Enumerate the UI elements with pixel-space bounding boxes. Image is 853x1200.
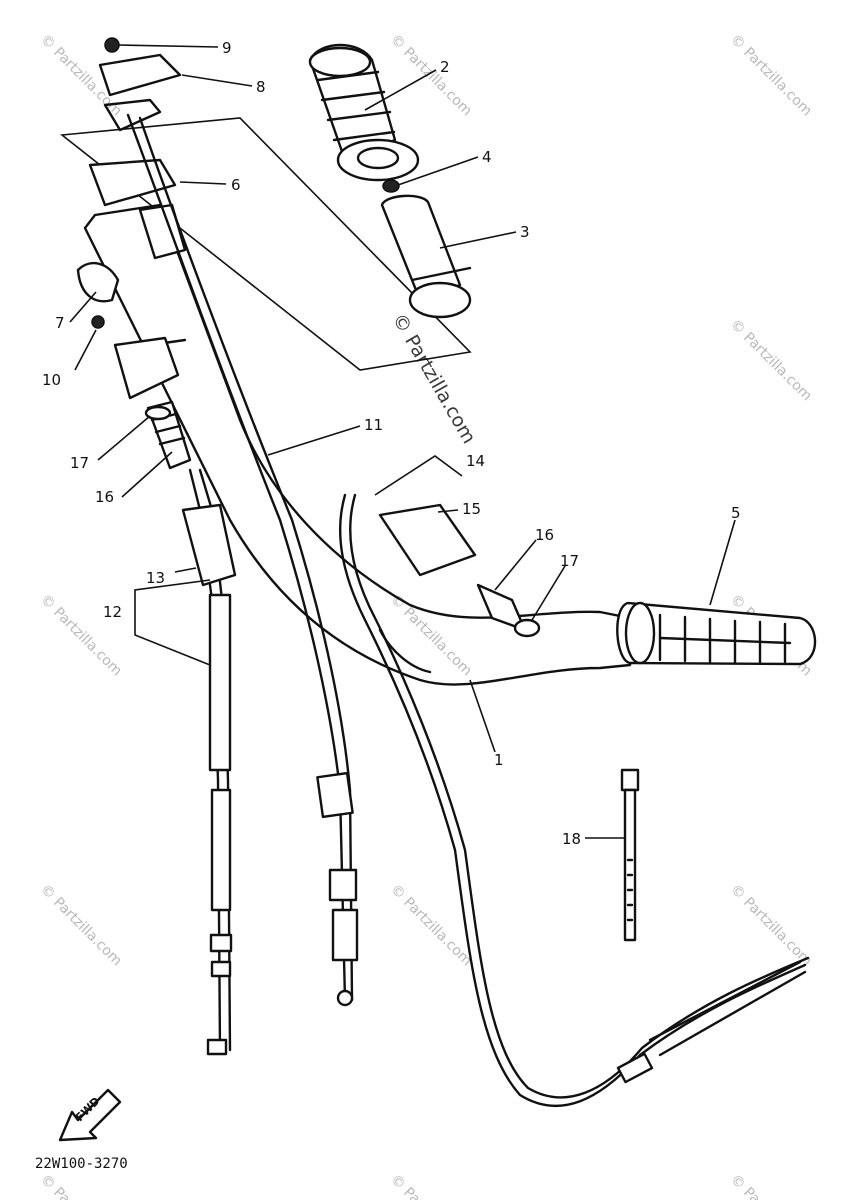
callout-15: 15: [462, 500, 481, 518]
watermark: © Partzilla.com: [37, 882, 125, 970]
switch-assembly: [76, 261, 180, 400]
watermark: © Partzilla.com: [727, 32, 815, 120]
throttle-tube: [380, 194, 472, 319]
leader-lines: [69, 44, 736, 839]
clutch-cable: [181, 468, 237, 1056]
callout-7: 7: [55, 314, 65, 332]
throttle-assembly-frame: [59, 117, 472, 371]
callout-16-right: 16: [535, 526, 554, 544]
callout-16-left: 16: [95, 488, 114, 506]
callout-17-right: 17: [560, 552, 579, 570]
callout-10: 10: [42, 371, 61, 389]
watermark: © Partzilla.com: [727, 317, 815, 405]
callout-4: 4: [482, 148, 492, 166]
callout-9: 9: [222, 39, 232, 57]
watermark: © Partzilla.com: [727, 882, 815, 970]
callout-6: 6: [231, 176, 241, 194]
brake-cable: [338, 493, 810, 1108]
throttle-grip: [308, 43, 420, 182]
drawing-code: 22W100-3270: [35, 1156, 128, 1172]
watermark-center: © Partzilla.com: [388, 310, 480, 448]
callout-11: 11: [364, 416, 383, 434]
callout-labels: 9 8 2 4 6 3 7 10 11 17 16 14 15 16 17 5 …: [42, 39, 741, 848]
throttle-cable: [126, 113, 359, 1007]
collar-ring: [382, 179, 400, 193]
watermark: © Partzilla.com: [387, 1172, 475, 1200]
left-adjuster: [144, 400, 192, 470]
watermark: © Partzilla.com: [727, 1172, 815, 1200]
callout-12: 12: [103, 603, 122, 621]
watermark: © Partzilla.com: [387, 32, 475, 120]
callout-2: 2: [440, 58, 450, 76]
watermark: © Partzilla.com: [387, 592, 475, 680]
right-grip: [616, 601, 817, 666]
callout-13: 13: [146, 569, 165, 587]
callout-5: 5: [731, 504, 741, 522]
callout-17-left: 17: [70, 454, 89, 472]
cable-tie: [620, 768, 640, 942]
callout-3: 3: [520, 223, 530, 241]
fwd-arrow: FWD: [58, 1088, 122, 1142]
watermark: © Partzilla.com: [37, 1172, 125, 1200]
callout-14: 14: [466, 452, 485, 470]
callout-1: 1: [494, 751, 504, 769]
throttle-housing: [88, 37, 187, 260]
callout-8: 8: [256, 78, 266, 96]
callout-18: 18: [562, 830, 581, 848]
